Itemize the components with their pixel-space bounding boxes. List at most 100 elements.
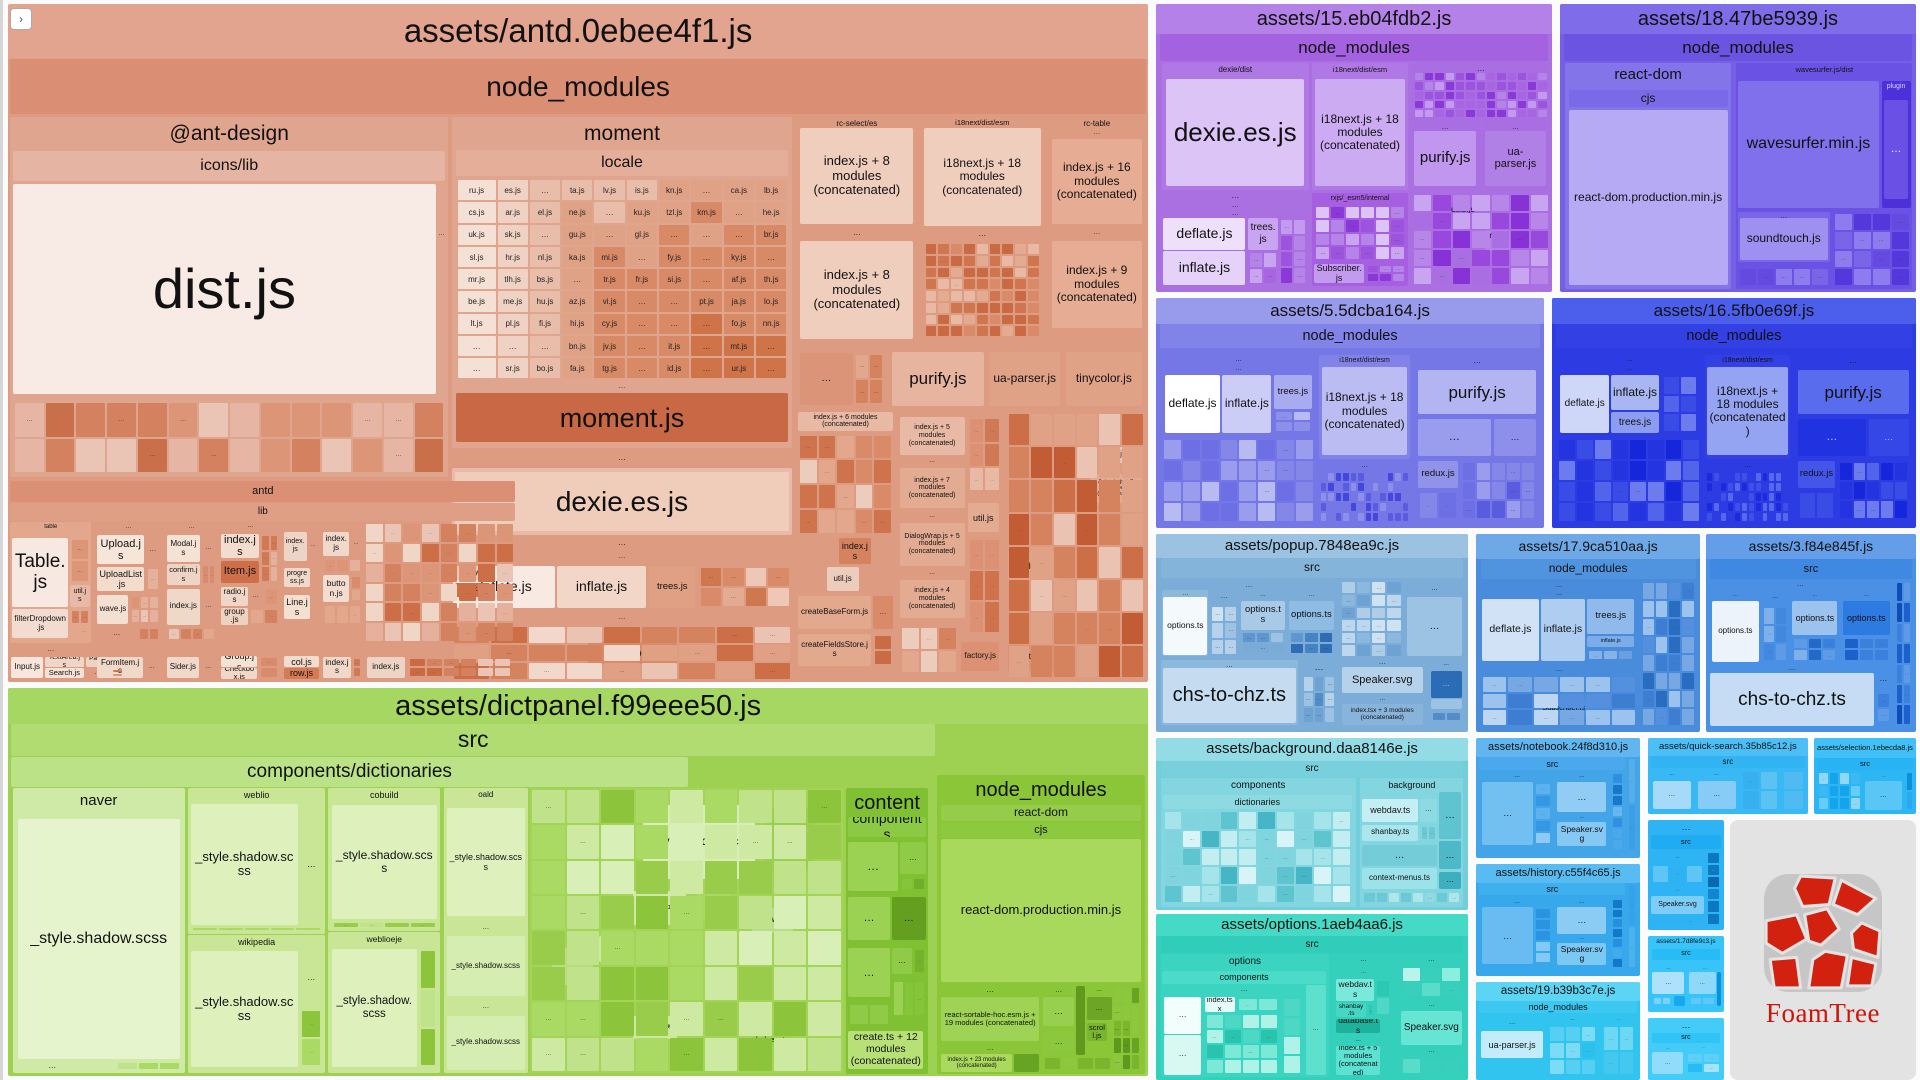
module-cell[interactable]: … bbox=[773, 825, 807, 859]
module-cell[interactable] bbox=[1851, 785, 1860, 797]
module-cell[interactable]: … bbox=[421, 583, 439, 602]
module-cell[interactable] bbox=[773, 1037, 807, 1071]
module-cell[interactable] bbox=[925, 302, 937, 313]
treemap-cell[interactable]: DialogWrap.js + 5 modules (concatenated) bbox=[899, 522, 965, 566]
module-cell[interactable]: … bbox=[1449, 893, 1460, 902]
module-cell[interactable]: … bbox=[1452, 249, 1471, 266]
treemap-cell[interactable]: … bbox=[1651, 851, 1704, 862]
module-cell[interactable] bbox=[1380, 473, 1386, 482]
module-cell[interactable] bbox=[1343, 473, 1349, 482]
treemap-cell[interactable]: … bbox=[10, 646, 91, 654]
module-cell[interactable] bbox=[1343, 493, 1349, 502]
module-cell[interactable]: … bbox=[496, 583, 514, 602]
module-cell[interactable]: … bbox=[1432, 712, 1446, 721]
module-cell[interactable]: … bbox=[1369, 1005, 1373, 1015]
module-cell[interactable]: … bbox=[1008, 513, 1030, 545]
module-cell[interactable] bbox=[1239, 502, 1257, 522]
module-cell[interactable]: … bbox=[1122, 1038, 1130, 1053]
locale-file-gl[interactable]: gl.js bbox=[626, 224, 658, 245]
treemap-cell[interactable]: …… bbox=[70, 538, 89, 583]
treemap-cell[interactable]: … bbox=[1652, 972, 1685, 995]
module-cell[interactable]: … bbox=[1305, 643, 1318, 653]
module-cell[interactable] bbox=[1433, 249, 1451, 266]
module-cell[interactable] bbox=[532, 825, 565, 859]
cell-wavesurfer-min[interactable]: wavesurfer.min.js bbox=[1737, 81, 1879, 208]
module-cell[interactable]: … bbox=[1319, 643, 1333, 653]
module-cell[interactable] bbox=[1881, 482, 1893, 500]
treemap-cell[interactable] bbox=[1043, 1056, 1111, 1071]
module-cell[interactable] bbox=[1335, 483, 1342, 492]
treemap-cell[interactable]: … bbox=[249, 587, 262, 605]
module-cell[interactable] bbox=[1720, 483, 1726, 492]
treemap-cell[interactable]: … bbox=[1697, 780, 1736, 810]
module-cell[interactable] bbox=[1835, 268, 1852, 285]
module-cell[interactable] bbox=[1076, 579, 1098, 611]
treemap-cell[interactable]: … bbox=[1342, 696, 1423, 703]
module-cell[interactable] bbox=[414, 403, 444, 437]
treemap-cell[interactable]: ……options.ts…………………options.ts…………options… bbox=[1161, 580, 1337, 657]
treemap-cell[interactable]: … bbox=[1302, 660, 1336, 674]
treemap-cell[interactable] bbox=[1673, 996, 1685, 1006]
treemap-cell[interactable]: …… bbox=[1652, 1045, 1684, 1076]
treemap-cell[interactable]: … bbox=[1493, 418, 1537, 457]
module-cell[interactable]: … bbox=[1442, 983, 1461, 997]
module-cell[interactable]: … bbox=[141, 596, 149, 609]
locale-file-mr[interactable]: mr.js bbox=[457, 269, 496, 290]
module-cell[interactable] bbox=[403, 523, 420, 542]
locale-file-ar[interactable]: ar.js bbox=[497, 202, 528, 223]
module-cell[interactable] bbox=[1239, 481, 1257, 501]
module-cell[interactable] bbox=[773, 966, 807, 1001]
treemap-cell[interactable]: ……………… bbox=[1210, 590, 1238, 656]
module-cell[interactable] bbox=[1755, 483, 1761, 492]
module-cell[interactable] bbox=[1819, 785, 1828, 797]
treemap-cell[interactable]: _style.shadow.scss bbox=[331, 805, 437, 920]
module-cell[interactable]: … bbox=[691, 358, 722, 379]
module-cell[interactable]: … bbox=[874, 510, 891, 533]
module-cell[interactable]: … bbox=[1276, 867, 1294, 884]
module-cell[interactable]: … bbox=[1536, 783, 1550, 795]
module-cell[interactable] bbox=[1904, 623, 1910, 643]
module-cell[interactable] bbox=[1538, 82, 1547, 90]
module-cell[interactable]: … bbox=[457, 358, 496, 379]
module-cell[interactable]: … bbox=[1655, 708, 1668, 725]
treemap-cell[interactable]: index.js bbox=[366, 657, 405, 678]
module-cell[interactable] bbox=[1664, 395, 1680, 413]
module-cell[interactable] bbox=[1445, 100, 1455, 109]
treemap-cell[interactable]: node_modules bbox=[1480, 558, 1696, 579]
module-cell[interactable]: … bbox=[359, 922, 384, 928]
treemap-cell[interactable]: … bbox=[1052, 228, 1142, 237]
cell-purify-js[interactable]: purify.js bbox=[891, 352, 984, 406]
module-cell[interactable]: … bbox=[141, 610, 149, 622]
module-cell[interactable] bbox=[818, 485, 836, 509]
module-cell[interactable] bbox=[1276, 830, 1294, 848]
module-cell[interactable]: … bbox=[1258, 481, 1276, 501]
module-cell[interactable] bbox=[1720, 473, 1726, 482]
module-cell[interactable] bbox=[1402, 1059, 1421, 1073]
module-cell[interactable] bbox=[1435, 73, 1444, 81]
module-cell[interactable]: … bbox=[1904, 685, 1910, 704]
module-cell[interactable]: … bbox=[1258, 830, 1275, 848]
module-cell[interactable] bbox=[1538, 91, 1547, 99]
module-cell[interactable] bbox=[808, 896, 841, 930]
module-cell[interactable] bbox=[964, 291, 975, 301]
module-cell[interactable] bbox=[1350, 473, 1357, 482]
module-cell[interactable] bbox=[1760, 771, 1778, 790]
treemap-cell[interactable]: … bbox=[452, 451, 793, 466]
module-cell[interactable] bbox=[1840, 798, 1850, 809]
module-cell[interactable] bbox=[1528, 110, 1537, 118]
module-cell[interactable] bbox=[739, 860, 772, 895]
module-cell[interactable] bbox=[1565, 1027, 1580, 1042]
treemap-cell[interactable]: … bbox=[1876, 671, 1891, 689]
treemap-cell[interactable]: … bbox=[1043, 986, 1074, 995]
module-cell[interactable] bbox=[1387, 513, 1394, 522]
treemap-cell[interactable]: ua-parser.js bbox=[1485, 130, 1546, 187]
treemap-cell[interactable]: … bbox=[799, 352, 853, 406]
module-cell[interactable] bbox=[1741, 513, 1747, 522]
module-cell[interactable] bbox=[1342, 582, 1356, 593]
module-cell[interactable]: … bbox=[1896, 705, 1903, 724]
module-cell[interactable] bbox=[1028, 279, 1039, 290]
module-cell[interactable] bbox=[1294, 235, 1306, 251]
